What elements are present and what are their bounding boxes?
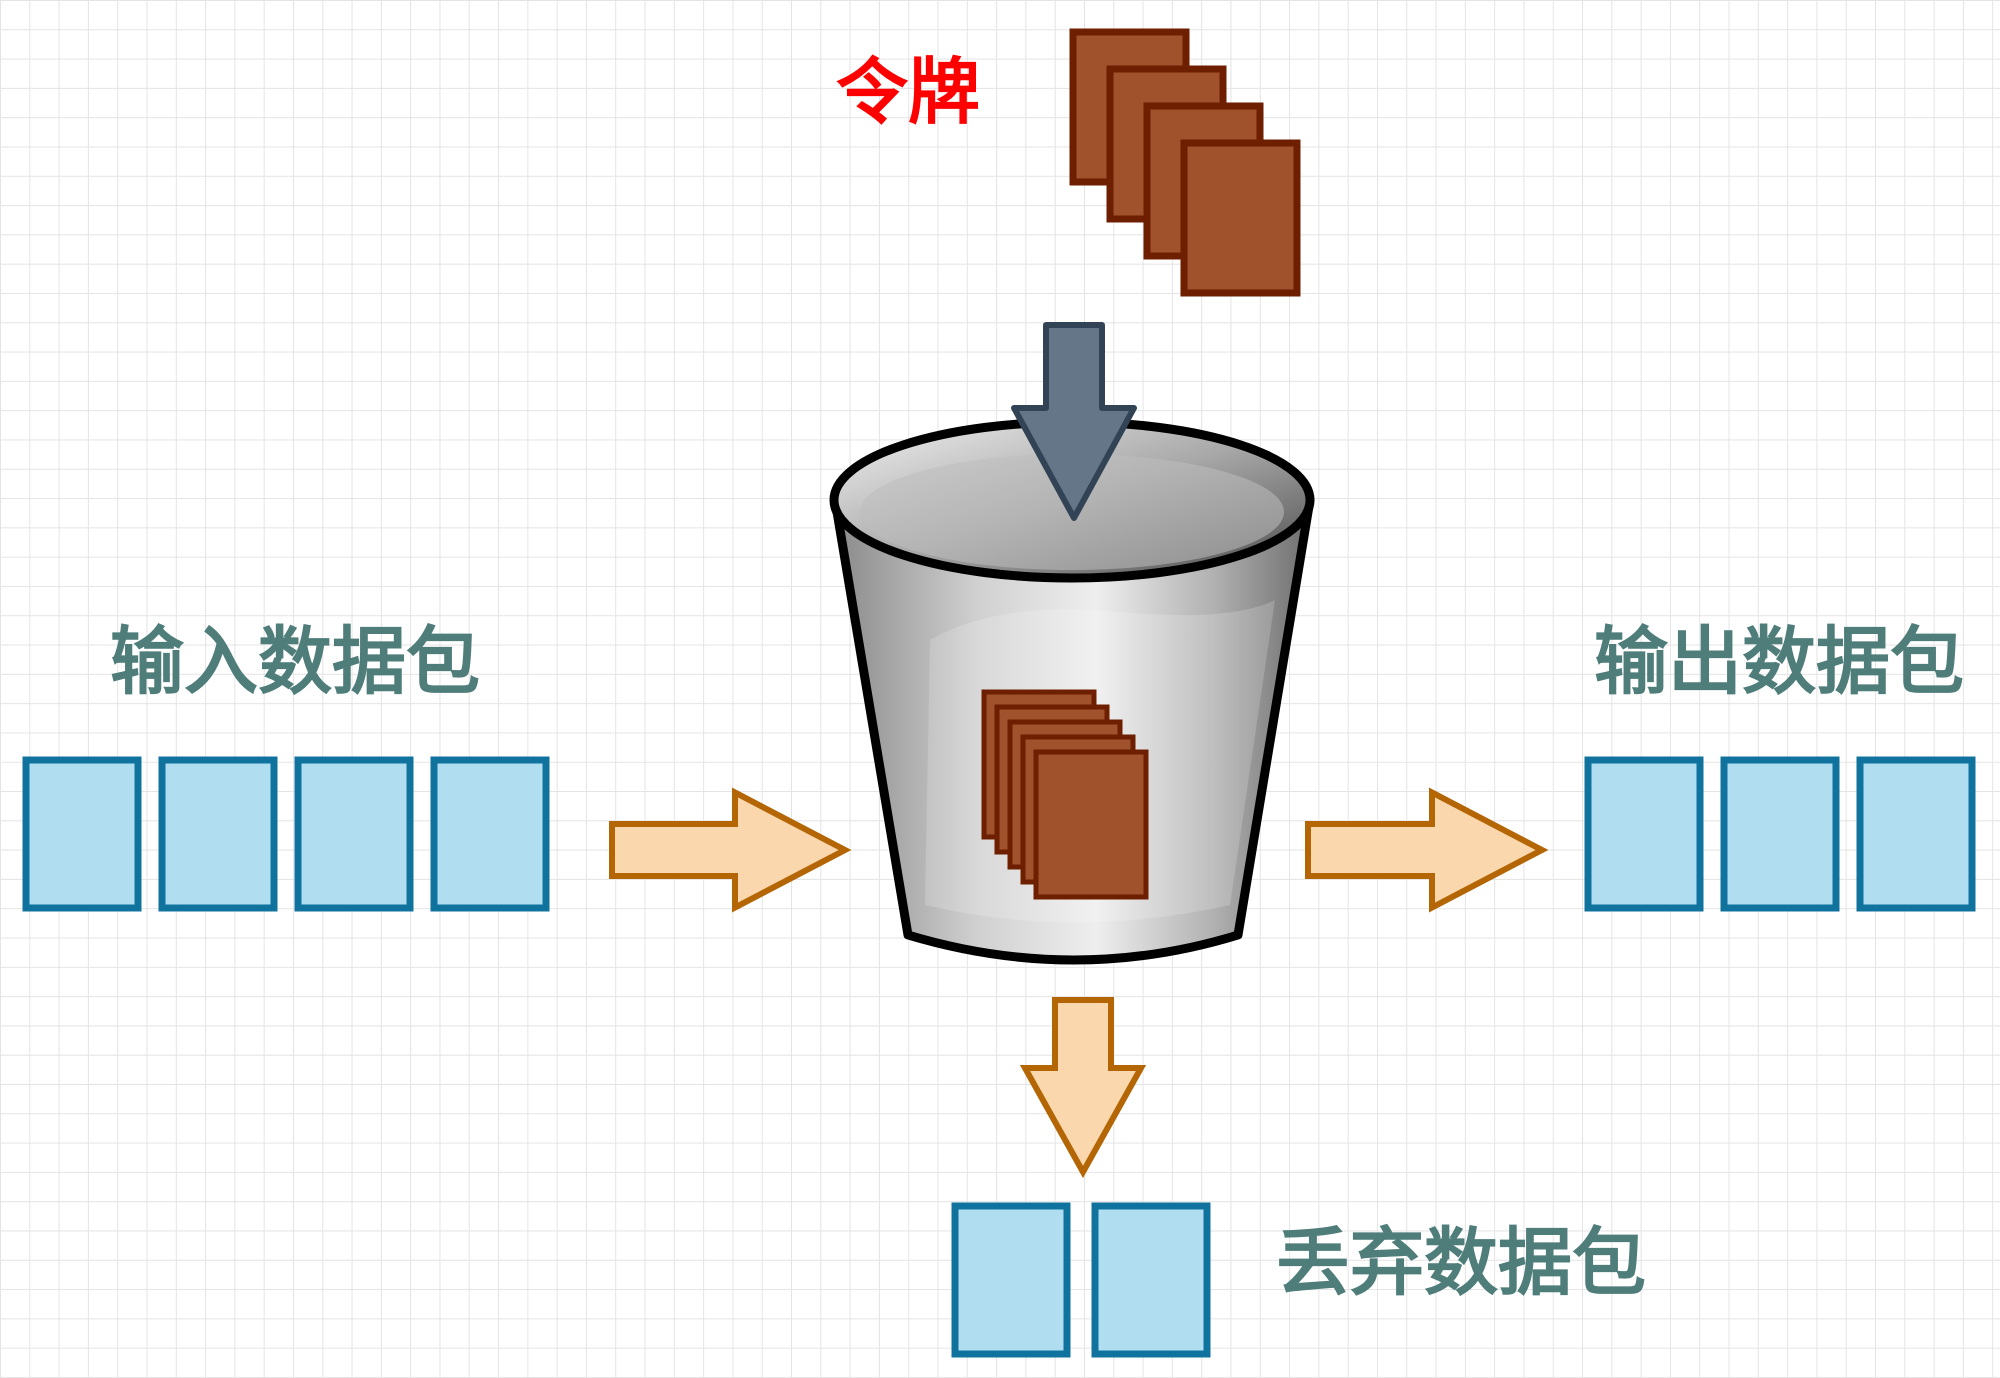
token-card-icon <box>1180 139 1301 297</box>
input-packet <box>158 756 278 912</box>
input-packet <box>22 756 142 912</box>
output-packet <box>1856 756 1976 912</box>
dropped-packet <box>1091 1202 1211 1358</box>
output-flow-arrow-icon <box>1305 787 1549 913</box>
input-packet <box>430 756 550 912</box>
dropped-packets-label: 丢弃数据包 <box>1276 1220 1646 1306</box>
input-packets-label: 输入数据包 <box>110 619 480 705</box>
dropped-packet <box>951 1202 1071 1358</box>
token-arrow-icon <box>1011 322 1137 521</box>
input-flow-arrow-icon <box>609 787 852 913</box>
input-packet <box>294 756 414 912</box>
output-packet <box>1584 756 1704 912</box>
drop-flow-arrow-icon <box>1019 997 1147 1179</box>
bucket-token-card-icon <box>1033 749 1149 900</box>
output-packet <box>1720 756 1840 912</box>
output-packets-label: 输出数据包 <box>1594 619 1964 705</box>
token-label: 令牌 <box>836 50 981 134</box>
